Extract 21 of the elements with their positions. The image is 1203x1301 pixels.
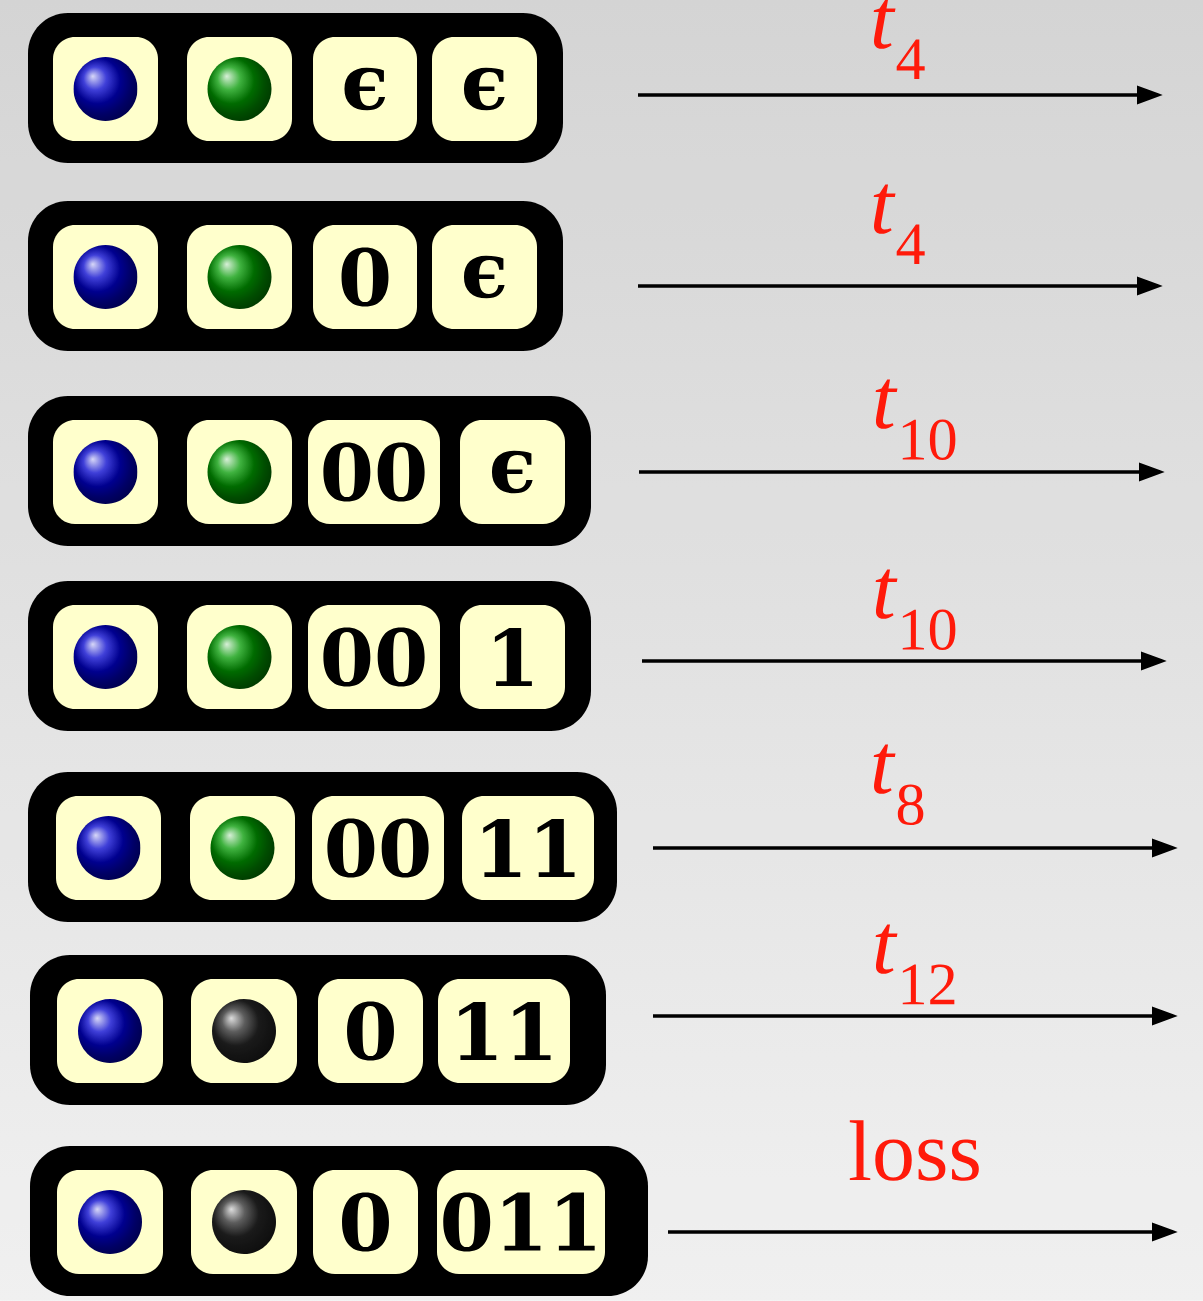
value-cell: 11	[462, 796, 594, 900]
value-cell: 011	[437, 1170, 605, 1274]
value-cell: ϵ	[460, 420, 565, 524]
transition-label: t$_{10}$	[875, 569, 956, 651]
transition-label: t$_{8}$	[873, 744, 924, 826]
transition-label: t$_{10}$	[875, 379, 956, 461]
transition-label: t$_{4}$	[873, 184, 925, 265]
transition-label: loss	[849, 1120, 979, 1181]
transition-label: t$_{4}$	[873, 0, 925, 80]
value-cell: 00	[308, 605, 440, 709]
value-cell: 1	[460, 605, 565, 709]
value-cell: 00	[308, 420, 440, 524]
value-cell: 0	[313, 225, 417, 329]
value-cell: ϵ	[432, 225, 537, 329]
value-cell: 11	[438, 979, 570, 1083]
transition-label: t$_{12}$	[875, 924, 955, 1005]
value-cell: 0	[313, 1170, 418, 1274]
value-cell: 0	[318, 979, 423, 1083]
value-cell: ϵ	[432, 37, 537, 141]
value-cell: 00	[312, 796, 444, 900]
value-cell: ϵ	[313, 37, 417, 141]
